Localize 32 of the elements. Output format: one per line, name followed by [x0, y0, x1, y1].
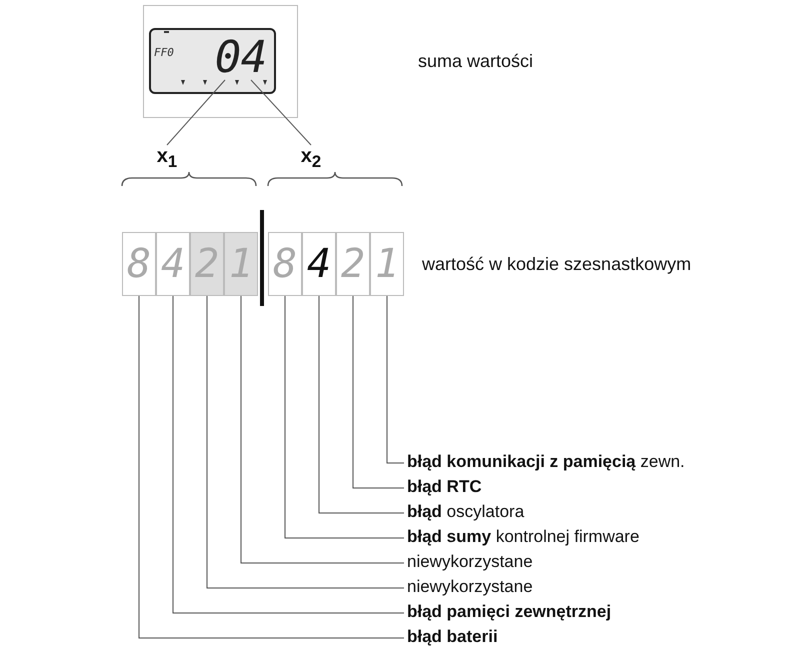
display-digit: 4: [241, 33, 267, 83]
error-label: błąd pamięci zewnętrznej: [407, 602, 612, 622]
display-text: FF0: [154, 46, 174, 59]
leader-line: [166, 80, 226, 146]
digit-cell: 4: [156, 232, 190, 296]
hex-value-label: wartość w kodzie szesnastkowym: [422, 254, 692, 274]
error-label: niewykorzystane: [407, 552, 533, 572]
lcd-panel: [143, 5, 298, 118]
group-label: x$_{2}$: [296, 145, 326, 169]
error-label: błąd oscylatora: [407, 502, 524, 522]
error-label: niewykorzystane: [407, 577, 533, 597]
leader-line: [172, 296, 404, 614]
sum-label: suma wartości: [418, 51, 534, 71]
leader-line: [138, 296, 404, 638]
leader-line: [240, 296, 404, 564]
error-label: błąd RTC: [407, 477, 482, 497]
error-label: błąd sumy kontrolnej firmware: [407, 527, 640, 547]
leader-line: [386, 296, 404, 464]
leader-line: [284, 296, 404, 538]
digit-cell: 8: [122, 232, 156, 296]
digit-cell: 2: [336, 232, 370, 296]
digit-cell: 1: [370, 232, 404, 296]
display-digit: 0: [215, 33, 241, 83]
leader-line: [206, 296, 404, 588]
leader-line: [250, 80, 312, 146]
leader-line: [352, 296, 404, 488]
digit-cell: 8: [268, 232, 302, 296]
error-label: błąd baterii: [407, 627, 498, 647]
group-label: x$_{1}$: [152, 145, 182, 169]
leader-line: [318, 296, 404, 514]
error-label: błąd komunikacji z pamięcią zewn.: [407, 452, 685, 472]
digit-cell: 4: [302, 232, 336, 296]
